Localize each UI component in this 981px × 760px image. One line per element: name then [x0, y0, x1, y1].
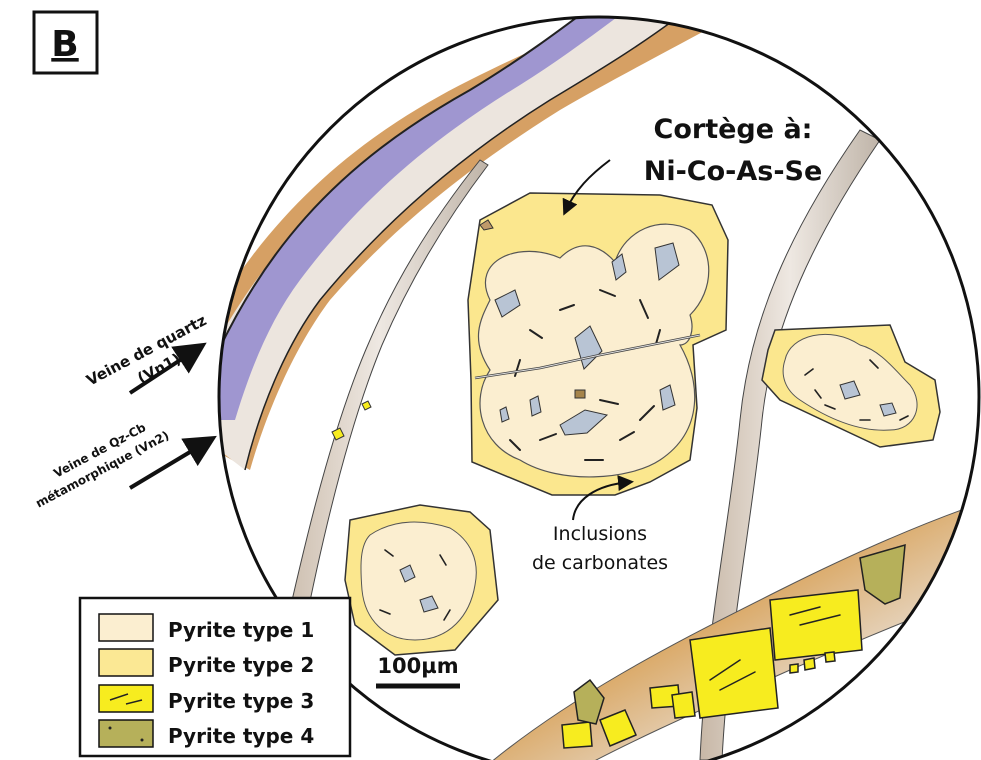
inclusions-line2: de carbonates — [532, 552, 668, 574]
inclusions-line1: Inclusions — [553, 523, 647, 545]
vn1-label: Veine de quartz (Vn1) — [83, 311, 220, 409]
assemblage-line2: Ni-Co-As-Se — [644, 156, 823, 187]
legend-label-type4: Pyrite type 4 — [168, 724, 314, 748]
legend-label-type1: Pyrite type 1 — [168, 618, 314, 642]
vn2-label: Veine de Qz-Cb métamorphique (Vn2) — [25, 412, 172, 510]
central-pyrite-grain — [468, 193, 728, 495]
legend-swatch-type4 — [99, 720, 153, 747]
legend-label-type3: Pyrite type 3 — [168, 689, 314, 713]
legend-swatch-type1 — [99, 614, 153, 641]
legend: Pyrite type 1 Pyrite type 2 Pyrite type … — [80, 598, 350, 756]
legend-label-type2: Pyrite type 2 — [168, 653, 314, 677]
legend-swatch-type3 — [99, 685, 153, 712]
assemblage-line1: Cortège à: — [654, 114, 813, 145]
scale-bar-label: 100µm — [377, 654, 458, 678]
panel-label: B — [51, 24, 78, 65]
legend-swatch-type2 — [99, 649, 153, 676]
